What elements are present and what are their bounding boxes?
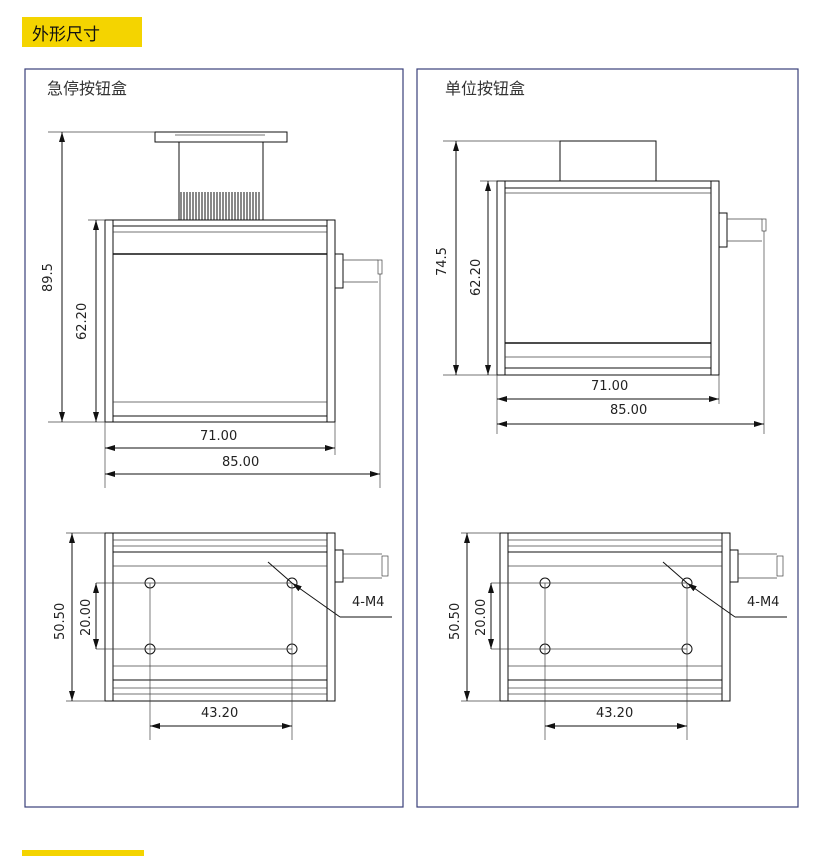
dim-body-height-right: 62.20 [469, 180, 497, 375]
section-title-bar [22, 17, 142, 47]
dim-label-inner-width: 71.00 [200, 429, 237, 444]
dim-label-hole-spacing-v-unit: 20.00 [474, 599, 489, 636]
dim-label-bottom-height-unit: 50.50 [448, 603, 463, 640]
dim-label-inner-width-unit: 71.00 [591, 379, 628, 394]
footer-accent-bar [22, 850, 144, 856]
dim-widths-left: 71.00 85.00 [104, 274, 381, 488]
dim-bottom-left: 50.50 20.00 43.20 4-M4 [53, 532, 392, 729]
unit-button-head [559, 140, 657, 182]
unit-box-bottom [491, 532, 784, 740]
hole-label: 4-M4 [352, 595, 384, 610]
dim-label-body-height: 62.20 [75, 303, 90, 340]
section-title: 外形尺寸 [32, 25, 100, 45]
dim-body-height-left: 62.20 [75, 219, 105, 422]
dim-total-height-left: 89.5 [41, 131, 155, 423]
hole-label-unit: 4-M4 [747, 595, 779, 610]
box-body-bottom [96, 532, 389, 740]
box-body-front [104, 219, 383, 423]
panel-frame-emergency-stop [24, 68, 404, 808]
dim-bottom-right: 50.50 20.00 43.20 4-M4 [448, 532, 787, 729]
dim-label-total-height: 89.5 [41, 263, 56, 292]
dim-label-hole-spacing-v: 20.00 [79, 599, 94, 636]
panel-title-emergency-stop: 急停按钮盒 [47, 79, 127, 98]
dim-label-body-height-unit: 62.20 [469, 259, 484, 296]
dim-label-outer-width-unit: 85.00 [610, 403, 647, 418]
dim-label-outer-width: 85.00 [222, 455, 259, 470]
panel-frame-unit [416, 68, 799, 808]
dim-label-hole-spacing-h: 43.20 [201, 706, 238, 721]
emergency-button-head [154, 131, 288, 221]
panel-title-unit: 单位按钮盒 [445, 79, 525, 98]
dim-total-height-right: 74.5 [435, 140, 560, 376]
dim-widths-right: 71.00 85.00 [496, 231, 765, 434]
unit-box-front [496, 180, 767, 376]
dim-label-hole-spacing-h-unit: 43.20 [596, 706, 633, 721]
dim-label-total-height-unit: 74.5 [435, 247, 450, 276]
dim-label-bottom-height: 50.50 [53, 603, 68, 640]
